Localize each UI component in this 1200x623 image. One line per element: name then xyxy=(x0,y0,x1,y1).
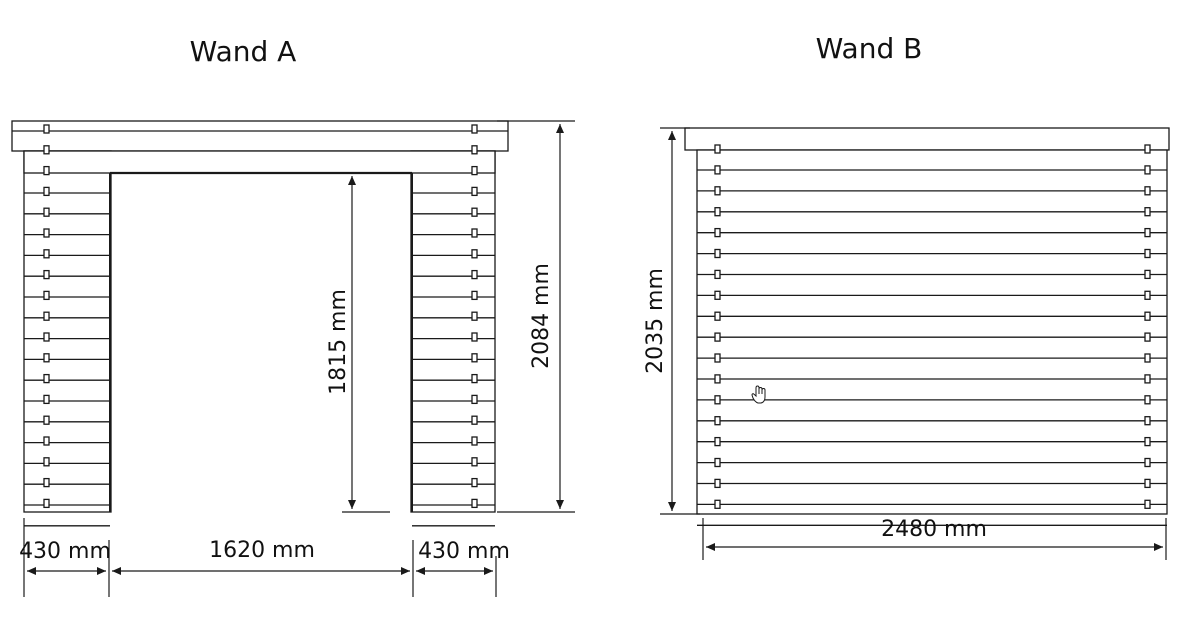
wall-b-log-notch xyxy=(714,269,721,280)
wall-b-log-notch xyxy=(1144,395,1151,405)
hand-pointer-icon xyxy=(751,385,766,404)
wall-a-log-notch xyxy=(43,477,50,488)
wall-b-log-notch xyxy=(714,395,721,405)
wall-b-log-notch xyxy=(1144,374,1151,384)
wall-a-log-notch xyxy=(43,373,50,384)
wall-a-log-notch xyxy=(471,269,478,280)
wall-a-log-notch xyxy=(43,311,50,321)
wall-b-log-notch xyxy=(714,248,721,259)
wall-b-width-label: 2480 mm xyxy=(881,517,987,542)
wall-b-log-notch xyxy=(1144,186,1151,196)
wall-a-left-pier xyxy=(23,150,112,513)
wall-b-body xyxy=(696,149,1168,515)
wall-a-log-notch xyxy=(43,332,50,342)
wall-a-log-notch xyxy=(471,394,478,405)
wall-b-log-notch xyxy=(714,457,721,468)
wall-a-log-notch xyxy=(43,353,50,363)
wall-b-log-notch xyxy=(1144,332,1151,342)
wall-a-log-notch xyxy=(43,457,50,467)
wall-a-lintel xyxy=(23,150,496,174)
wall-a-log-notch xyxy=(471,207,478,217)
wall-a-log-notch xyxy=(471,124,478,134)
wall-a-top-beam xyxy=(11,120,509,152)
wall-a-door-width-label: 1620 mm xyxy=(209,538,315,563)
wall-b-log-notch xyxy=(714,353,721,363)
wall-a-log-notch xyxy=(43,498,50,509)
wall-a-log-notch xyxy=(43,394,50,405)
wall-a-title: Wand A xyxy=(190,35,297,68)
wall-b-log-notch xyxy=(1144,436,1151,447)
wall-a-log-notch xyxy=(43,145,50,155)
wall-a-log-notch xyxy=(471,457,478,467)
wall-b-log-notch xyxy=(714,186,721,196)
wall-b-log-notch xyxy=(1144,269,1151,280)
wall-b-log-notch xyxy=(714,290,721,300)
wall-a-log-notch xyxy=(43,290,50,301)
wall-b-log-notch xyxy=(714,374,721,384)
wall-b-drawing xyxy=(684,127,1170,526)
wall-a-log-notch xyxy=(43,124,50,134)
wall-b-log-notch xyxy=(1144,207,1151,217)
wall-a-drawing xyxy=(11,120,509,527)
wall-b-title: Wand B xyxy=(816,32,923,65)
wall-b-log-notch xyxy=(714,478,721,489)
wall-a-log-notch xyxy=(471,186,478,197)
wall-b-log-notch xyxy=(714,436,721,447)
wall-a-log-notch xyxy=(471,290,478,301)
wall-b-log-notch xyxy=(1144,165,1151,175)
wall-a-log-notch xyxy=(43,249,50,259)
wall-b-log-notch xyxy=(1144,144,1151,154)
wall-a-log-notch xyxy=(471,145,478,155)
wall-b-dimensions xyxy=(660,127,1167,560)
wall-a-log-notch xyxy=(43,186,50,197)
wall-b-log-notch xyxy=(1144,353,1151,363)
wall-b-log-notch xyxy=(714,227,721,238)
wall-b-log-notch xyxy=(714,207,721,217)
wall-b-log-notch xyxy=(714,165,721,175)
wall-b-log-notch xyxy=(714,144,721,154)
wall-b-log-notch xyxy=(1144,499,1151,509)
wall-a-height-label: 2084 mm xyxy=(529,263,554,369)
wall-a-log-notch xyxy=(43,415,50,425)
wall-b-top-beam xyxy=(684,127,1170,151)
wall-b-log-notch xyxy=(1144,478,1151,489)
wall-a-log-notch xyxy=(471,498,478,509)
wall-b-log-notch xyxy=(714,332,721,342)
wall-a-log-notch xyxy=(471,373,478,384)
wall-b-log-notch xyxy=(714,311,721,321)
wall-a-log-notch xyxy=(43,436,50,446)
wall-a-log-notch xyxy=(43,165,50,176)
wall-a-log-notch xyxy=(471,436,478,446)
wall-b-log-notch xyxy=(714,499,721,509)
wall-a-log-notch xyxy=(43,269,50,280)
wall-a-log-notch xyxy=(43,207,50,217)
wall-a-log-notch xyxy=(471,332,478,342)
wall-a-log-notch xyxy=(471,415,478,425)
wall-a-log-notch xyxy=(471,353,478,363)
wall-a-log-notch xyxy=(471,477,478,488)
wall-b-log-notch xyxy=(1144,416,1151,426)
wall-b-height-label: 2035 mm xyxy=(643,268,668,374)
wall-b-log-notch xyxy=(1144,290,1151,300)
wall-b-log-notch xyxy=(1144,311,1151,321)
wall-a-right-pier xyxy=(410,150,496,513)
wall-a-log-notch xyxy=(471,228,478,238)
wall-a-log-notch xyxy=(471,165,478,176)
wall-b-log-notch xyxy=(1144,227,1151,238)
wall-a-log-notch xyxy=(471,249,478,259)
wall-a-dimensions xyxy=(23,120,575,597)
wall-b-log-notch xyxy=(714,416,721,426)
wall-b-log-notch xyxy=(1144,457,1151,468)
wall-a-log-notch xyxy=(43,228,50,238)
wall-a-log-notch xyxy=(471,311,478,321)
wall-a-left-width-label: 430 mm xyxy=(19,539,111,564)
wall-a-door-height-label: 1815 mm xyxy=(326,289,351,395)
wall-b-log-notch xyxy=(1144,248,1151,259)
wall-a-right-width-label: 430 mm xyxy=(418,539,510,564)
